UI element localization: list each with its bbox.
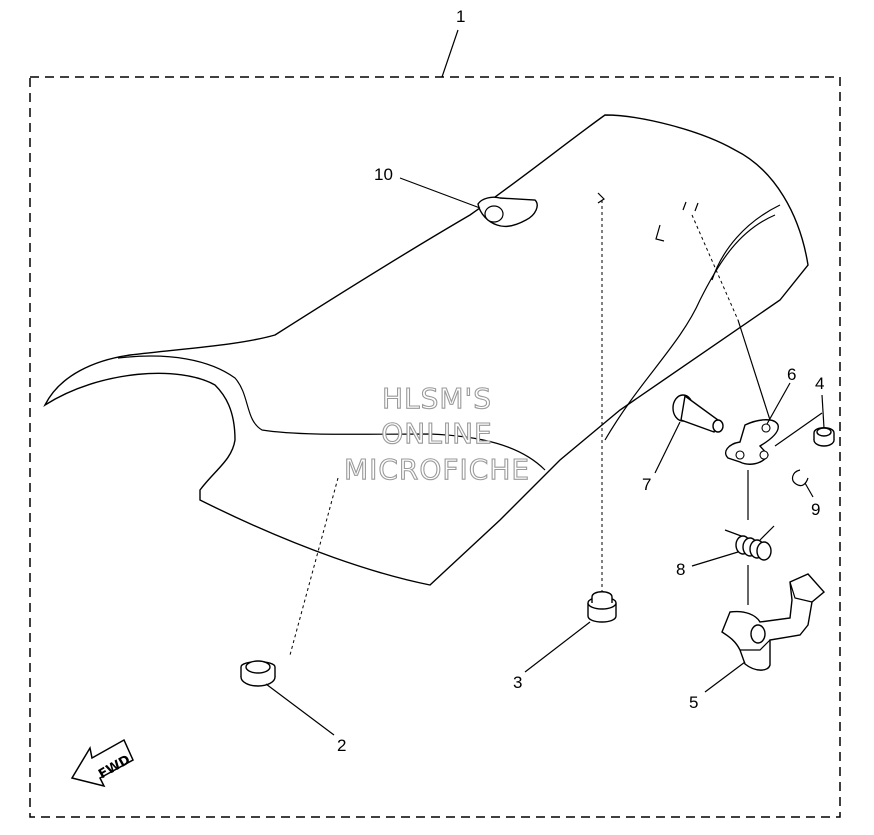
grommet-rear (587, 591, 617, 623)
callout-3[interactable]: 3 (513, 673, 522, 692)
callout-4[interactable]: 4 (815, 374, 824, 393)
damper (813, 427, 835, 447)
callout-6[interactable]: 6 (787, 365, 796, 384)
watermark: HLSM'S ONLINE MICROFICHE (343, 381, 530, 486)
seat-side-seam (604, 214, 776, 441)
callout-1[interactable]: 1 (456, 7, 465, 26)
leader-10 (399, 177, 481, 209)
spring (724, 525, 775, 561)
leader-4 (821, 394, 825, 429)
dash-grommet-front (289, 477, 339, 656)
watermark-line-1: HLSM'S (382, 382, 492, 415)
grommet-front (240, 660, 276, 687)
leader-6 (766, 382, 791, 425)
seat-outline (43, 114, 809, 586)
seat-lock-hook (721, 573, 826, 671)
assembly-leader (441, 29, 459, 78)
watermark-line-3: MICROFICHE (344, 453, 530, 486)
seat-strap-loop (484, 205, 504, 223)
callout-5[interactable]: 5 (689, 693, 698, 712)
callout-9[interactable]: 9 (811, 500, 820, 519)
pin (672, 394, 724, 433)
leader-9 (804, 482, 814, 498)
watermark-line-2: ONLINE (381, 417, 492, 450)
assembly-frame (29, 76, 841, 818)
mount-marker-c (597, 192, 605, 204)
leader-8 (691, 551, 739, 567)
seat-side-seam-2 (711, 204, 781, 281)
seat-inner-edge (117, 355, 546, 471)
dash-lock-mechanism (691, 214, 739, 321)
forward-direction-arrow: FWD (70, 738, 134, 788)
leader-7 (654, 421, 681, 474)
arrow-icon (70, 738, 134, 788)
callout-10[interactable]: 10 (374, 165, 393, 184)
lock-axis-line (737, 319, 771, 421)
seat (43, 114, 809, 586)
callout-2[interactable]: 2 (337, 736, 346, 755)
callout-7[interactable]: 7 (642, 475, 651, 494)
mount-marker-b (682, 201, 699, 212)
leader-5 (704, 661, 746, 693)
leader-2 (265, 683, 335, 736)
callout-8[interactable]: 8 (676, 560, 685, 579)
mount-marker-a (655, 224, 665, 242)
bracket (724, 419, 779, 465)
leader-3 (524, 621, 591, 673)
leader-6-axis (774, 412, 823, 447)
circlip (791, 469, 809, 487)
